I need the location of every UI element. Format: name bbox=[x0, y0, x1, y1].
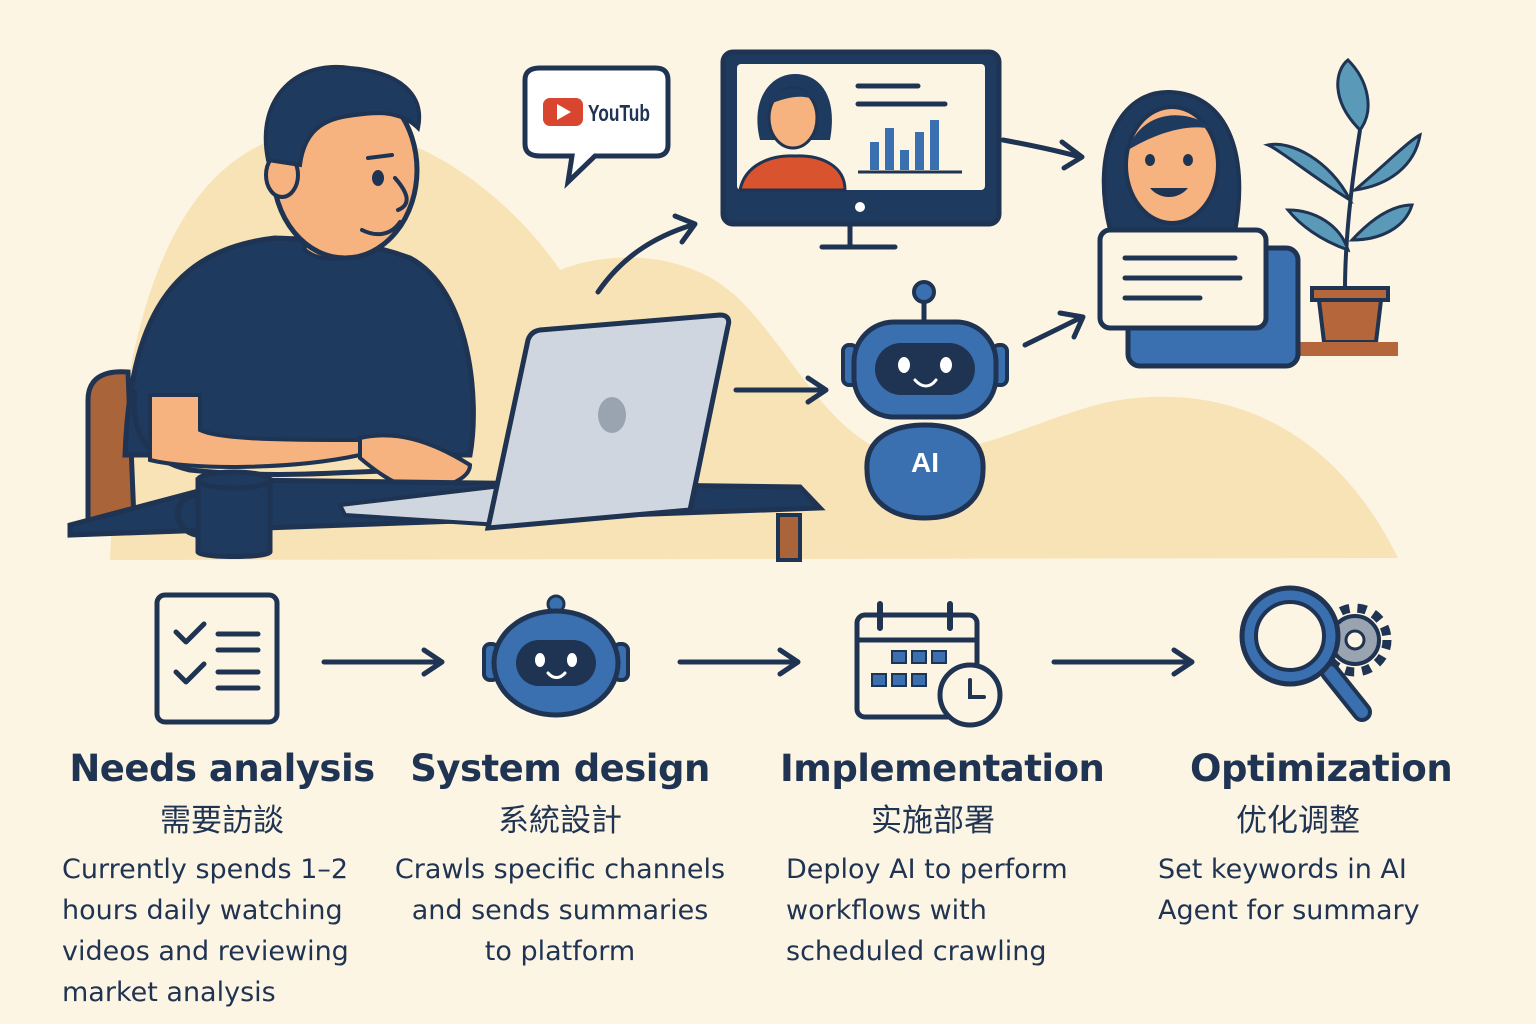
step-implementation: Implementation 实施部署 Deploy AI to perform… bbox=[780, 745, 1105, 972]
flow-arrow-1 bbox=[321, 647, 445, 677]
arrow-to-woman bbox=[1000, 137, 1083, 160]
step-subtitle: 实施部署 bbox=[871, 803, 995, 839]
arrow-to-summary bbox=[1022, 315, 1083, 348]
youtube-brand-text: YouTub bbox=[588, 100, 650, 126]
search-gear-icon bbox=[1239, 585, 1392, 722]
flow-arrow-2 bbox=[677, 647, 801, 677]
step-system-design: System design 系統設計 Crawls specific chann… bbox=[392, 745, 728, 972]
summary-card bbox=[1097, 227, 1301, 369]
step-title: Optimization bbox=[1190, 747, 1453, 790]
checklist-icon bbox=[154, 592, 280, 725]
step-subtitle: 需要訪談 bbox=[160, 803, 284, 839]
step-needs-analysis: Needs analysis 需要訪談 Currently spends 1–2… bbox=[62, 745, 382, 1013]
chair bbox=[85, 369, 137, 523]
robot-icon bbox=[482, 594, 630, 718]
step-title: Needs analysis bbox=[69, 747, 375, 790]
hero-illustration: YouTub bbox=[67, 49, 1422, 728]
plant-icon bbox=[1263, 58, 1422, 356]
laptop bbox=[336, 312, 732, 531]
step-subtitle: 系統設計 bbox=[498, 803, 622, 839]
step-subtitle: 优化调整 bbox=[1236, 803, 1360, 839]
flow-arrow-3 bbox=[1051, 647, 1195, 677]
step-description: Currently spends 1–2 hours daily watchin… bbox=[62, 854, 349, 1008]
monitor bbox=[720, 49, 1002, 250]
step-optimization: Optimization 优化调整 Set keywords in AI Age… bbox=[1150, 745, 1470, 931]
mug-icon bbox=[174, 469, 273, 559]
robot-ai-label: AI bbox=[911, 447, 939, 478]
youtube-bubble: YouTub bbox=[522, 65, 671, 189]
gear-icon bbox=[1318, 603, 1392, 677]
calendar-clock-icon bbox=[854, 601, 1003, 728]
step-description: Deploy AI to perform workflows with sche… bbox=[786, 854, 1068, 967]
robot-icon: AI bbox=[841, 280, 1009, 521]
step-title: Implementation bbox=[780, 747, 1105, 790]
step-description: Set keywords in AI Agent for summary bbox=[1158, 854, 1420, 926]
step-description: Crawls specific channels and sends summa… bbox=[394, 854, 726, 967]
arrow-to-monitor bbox=[595, 222, 695, 295]
step-title: System design bbox=[410, 747, 710, 790]
person-at-laptop bbox=[122, 64, 476, 493]
woman-reading-summary bbox=[1101, 89, 1242, 235]
